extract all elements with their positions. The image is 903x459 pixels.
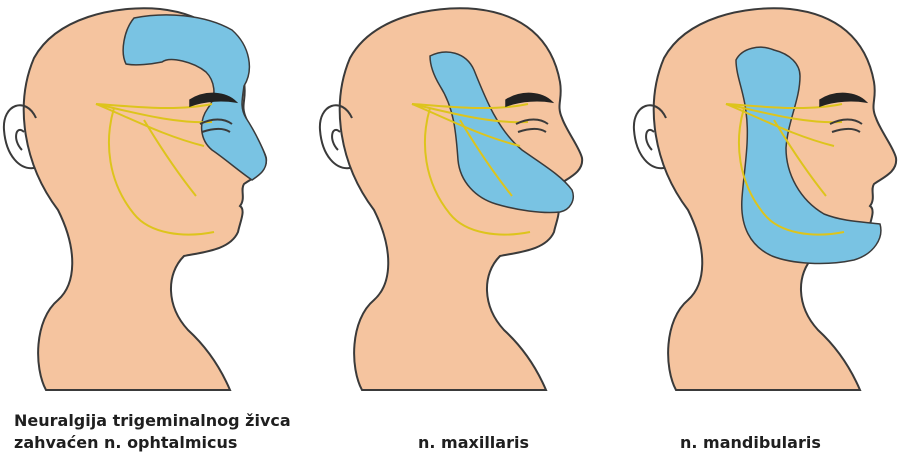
caption-ophthalmic: Neuralgija trigeminalnog živca zahvaćen … [14, 410, 291, 454]
caption-maxillary: n. maxillaris [418, 432, 529, 454]
head-mandibular [634, 8, 896, 390]
caption-ophthalmic-line1: Neuralgija trigeminalnog živca [14, 411, 291, 430]
head-maxillary [320, 8, 582, 390]
head-illustrations [0, 0, 903, 400]
caption-mandibular: n. mandibularis [680, 432, 821, 454]
head-ophthalmic [4, 8, 266, 390]
caption-ophthalmic-line2: zahvaćen n. ophtalmicus [14, 433, 237, 452]
